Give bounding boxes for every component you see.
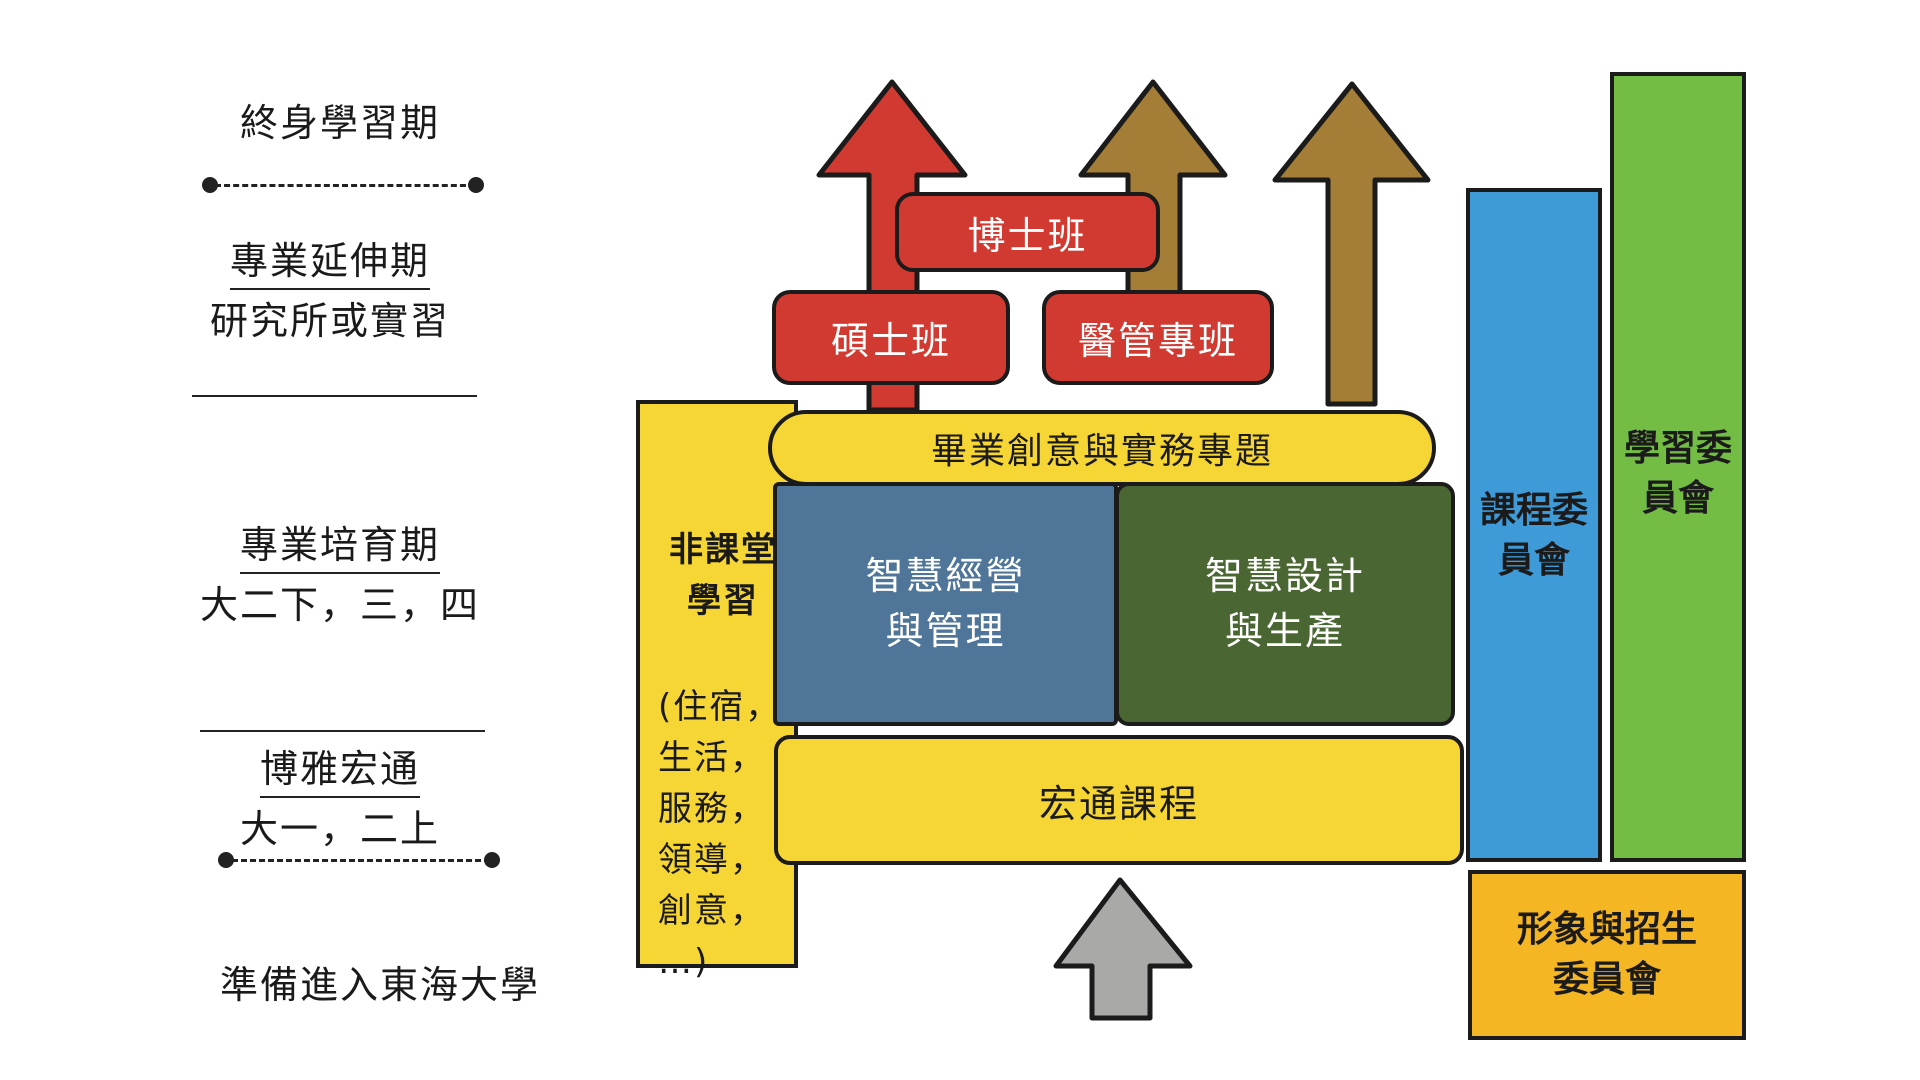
- brown-arrow-right: [1272, 81, 1431, 407]
- timeline-dotted-line-bottom: [232, 859, 490, 862]
- stage-general-sub: 大一，二上: [239, 806, 440, 851]
- curriculum-committee-text: 課程委 員會: [1480, 486, 1588, 858]
- general-courses-box: 宏通課程: [774, 735, 1464, 865]
- master-program-box: 碩士班: [772, 290, 1010, 385]
- curriculum-committee-box: 課程委 員會: [1466, 188, 1602, 862]
- stage-extension: 專業延伸期 研究所或實習: [180, 238, 480, 345]
- non-classroom-learning-box: 非課堂 學習 (住宿， 生活， 服務， 領導， 創意， …): [636, 400, 798, 982]
- stage-prepare: 準備進入東海大學: [200, 962, 560, 1012]
- non-classroom-items: (住宿， 生活， 服務， 領導， 創意， …): [658, 687, 782, 982]
- smart-design-line1: 智慧設計: [1204, 553, 1365, 598]
- smart-management-line2: 與管理: [885, 609, 1006, 653]
- timeline-divider-2: [200, 730, 485, 732]
- smart-management-line1: 智慧經營: [865, 553, 1026, 598]
- timeline-divider-1: [192, 395, 477, 397]
- image-recruitment-committee-line2: 委員會: [1552, 959, 1661, 1000]
- stage-extension-title: 專業延伸期: [229, 238, 430, 290]
- learning-committee-line1: 學習委: [1623, 428, 1732, 469]
- stage-general-title: 博雅宏通: [259, 746, 420, 798]
- phd-program-box: 博士班: [895, 192, 1160, 272]
- smart-management-text: 智慧經營 與管理: [865, 549, 1025, 659]
- image-recruitment-committee-box: 形象與招生 委員會: [1468, 870, 1746, 1040]
- stage-lifelong: 終身學習期: [190, 100, 490, 150]
- learning-committee-box: 學習委 員會: [1610, 72, 1746, 862]
- curriculum-committee-line2: 員會: [1497, 540, 1570, 582]
- capstone-project-label: 畢業創意與實務專題: [930, 431, 1273, 472]
- timeline-dot-bottom-left: [218, 852, 234, 868]
- timeline-dotted-line-top: [215, 184, 475, 187]
- non-classroom-heading: 非課堂 學習: [669, 530, 777, 621]
- timeline-dot-top-left: [202, 177, 218, 193]
- timeline-dot-bottom-right: [484, 852, 500, 868]
- master-program-label: 碩士班: [830, 319, 951, 363]
- curriculum-committee-line1: 課程委: [1479, 490, 1588, 531]
- stage-general: 博雅宏通 大一，二上: [190, 746, 490, 853]
- smart-design-line2: 與生產: [1224, 609, 1345, 653]
- gray-arrow-bottom: [1053, 877, 1193, 1021]
- image-recruitment-committee-text: 形象與招生 委員會: [1517, 905, 1697, 1006]
- stage-prepare-label: 準備進入東海大學: [219, 963, 540, 1007]
- image-recruitment-committee-line1: 形象與招生: [1516, 908, 1697, 950]
- stage-cultivation-sub: 大二下，三，四: [199, 582, 480, 627]
- smart-design-text: 智慧設計 與生產: [1205, 549, 1365, 659]
- medical-program-box: 醫管專班: [1042, 290, 1274, 385]
- smart-design-box: 智慧設計 與生產: [1115, 482, 1455, 726]
- learning-committee-line2: 員會: [1641, 478, 1714, 520]
- phd-program-label: 博士班: [967, 213, 1088, 258]
- general-courses-label: 宏通課程: [1038, 781, 1199, 826]
- learning-committee-text: 學習委 員會: [1624, 424, 1732, 858]
- timeline-dot-top-right: [468, 177, 484, 193]
- medical-program-label: 醫管專班: [1077, 319, 1238, 363]
- smart-management-box: 智慧經營 與管理: [773, 482, 1118, 726]
- stage-lifelong-label: 終身學習期: [239, 101, 440, 145]
- capstone-project-bar: 畢業創意與實務專題: [768, 410, 1436, 486]
- stage-cultivation: 專業培育期 大二下，三，四: [190, 522, 490, 629]
- stage-extension-sub: 研究所或實習: [209, 298, 450, 343]
- stage-cultivation-title: 專業培育期: [239, 522, 440, 574]
